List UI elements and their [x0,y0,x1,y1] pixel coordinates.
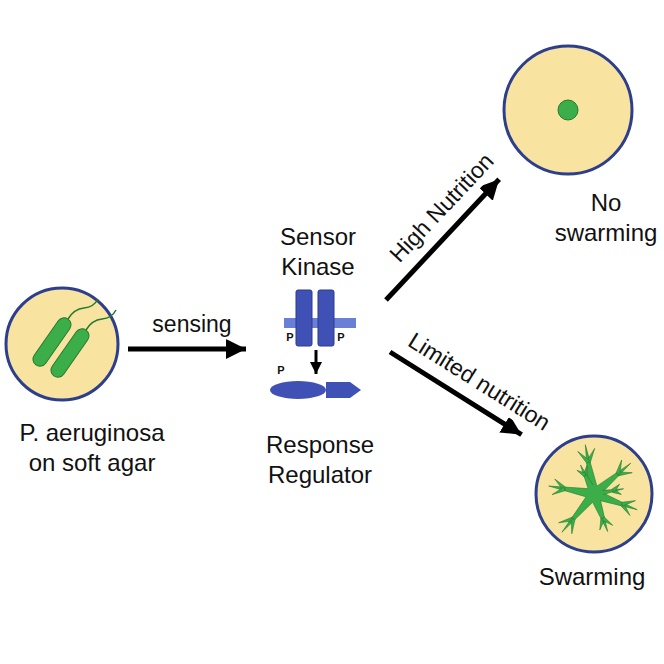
node-label: Sensor Kinase [268,222,368,282]
output-domain [326,382,361,398]
swarm-tendril [577,470,586,477]
node-dot: No swarming [498,42,664,262]
agar-plate [536,436,652,552]
swarm-center [585,485,603,503]
kinase-subunit [318,290,334,346]
swarm-tendril [612,484,620,492]
swarm-tendril [578,451,590,463]
shape-rr [270,380,362,400]
edge-label: Limited nutrition [400,325,557,438]
node-label: Response Regulator [256,430,384,490]
arrow-connector [128,347,246,352]
bacterium-rod [48,326,92,380]
node-label: Swarming [520,562,664,592]
edge-label: sensing [149,311,234,339]
edge-label: High Nutrition [382,146,502,271]
shape-kinase [284,288,356,348]
node-kinase: Sensor KinaseP P [262,220,374,350]
phospho-label: P [285,331,295,345]
receiver-domain [270,381,326,399]
swarm-colony [549,445,638,534]
shape-agar [4,286,120,402]
flagellum [86,310,116,330]
swarm-tendril [571,519,575,534]
node-rr: P Response Regulator [256,362,384,494]
node-label: P. aeruginosa on soft agar [4,418,180,478]
phospho-label: P [276,364,286,378]
kinase-subunit [296,290,312,346]
swarm-tendril [622,501,636,507]
phospho-label: P [336,331,346,345]
swarm-tendril [616,460,622,474]
shape-dot [502,44,634,176]
colony-dot [558,100,578,120]
arrow-connector [315,350,318,374]
flagellum [68,299,98,319]
agar-plate [504,46,632,174]
node-label: No swarming [548,188,664,248]
swarm-tendril [552,487,565,495]
node-swarm: Swarming [480,432,664,632]
agar-plate [6,288,118,400]
shape-swarm [534,434,654,554]
swarm-tendril [602,517,613,526]
